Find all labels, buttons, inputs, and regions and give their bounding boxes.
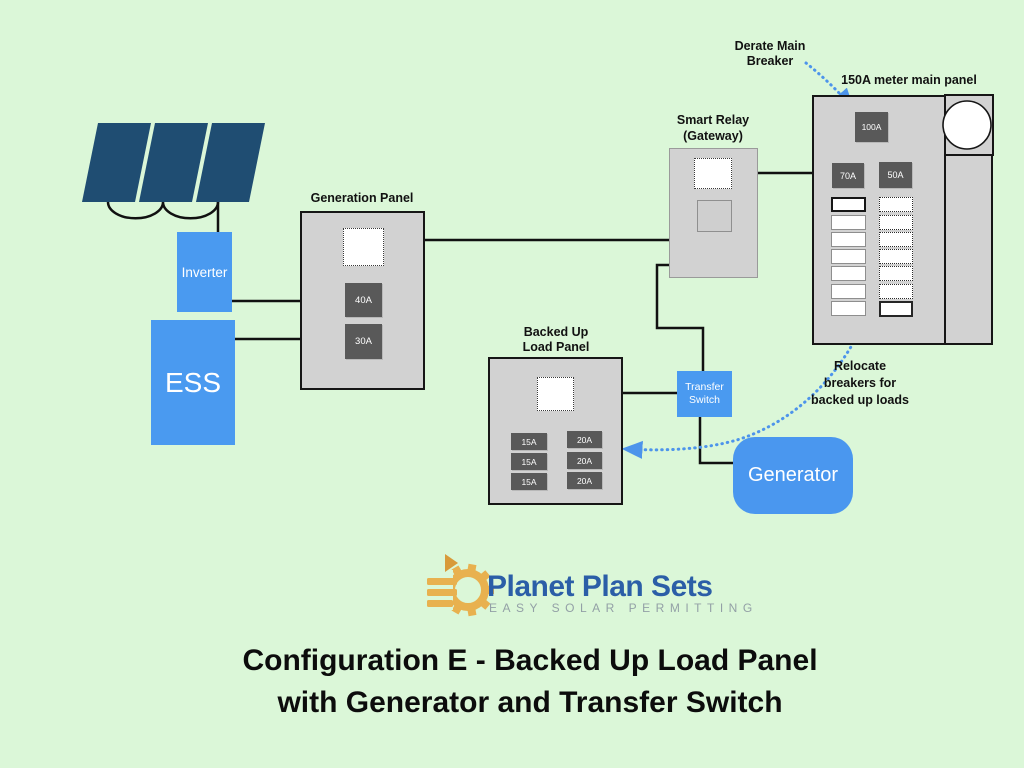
relocated-breaker-slot: [879, 284, 913, 299]
load-panel-label: Backed Up Load Panel: [522, 325, 590, 354]
smart-relay-gateway-slot: [694, 158, 732, 189]
generation-breaker-30a: 30A: [345, 324, 382, 359]
relocated-breaker-slot: [879, 232, 913, 247]
relocated-breaker-slot: [879, 266, 913, 281]
load-panel-feed-slot: [537, 377, 574, 411]
ess-label: ESS: [164, 366, 222, 398]
planet-plan-sets-gear-icon: [423, 554, 494, 617]
breaker-slot: [831, 266, 866, 281]
ess-box: ESS: [151, 320, 235, 445]
breaker-slot: [831, 249, 866, 264]
derate-annotation: Derate Main Breaker: [734, 39, 806, 68]
inverter-box: Inverter: [177, 232, 232, 312]
breaker-slot: [831, 215, 866, 230]
title-line-2: with Generator and Transfer Switch: [277, 686, 783, 719]
inverter-label: Inverter: [181, 264, 228, 280]
breaker-slot: [879, 301, 913, 317]
generation-panel-feed-slot: [343, 228, 384, 266]
generation-breaker-40a: 40A: [345, 283, 382, 317]
generator-box: Generator: [733, 437, 853, 514]
breaker-50a: 50A: [879, 162, 912, 188]
smart-relay-switch-box: [697, 200, 732, 232]
load-breaker-20a: 20A: [567, 472, 602, 489]
breaker-slot: [831, 284, 866, 299]
logo-brand-text: Planet Plan Sets: [487, 570, 713, 603]
diagram-title: Configuration E - Backed Up Load Panel w…: [18, 640, 1024, 724]
main-panel-label: 150A meter main panel: [841, 73, 977, 87]
breaker-70a: 70A: [832, 163, 864, 188]
transfer-switch-box: Transfer Switch: [677, 371, 732, 417]
generator-label: Generator: [747, 464, 839, 486]
breaker-slot: [831, 197, 866, 212]
smart-relay-label: Smart Relay (Gateway): [676, 113, 750, 143]
load-breaker-15a: 15A: [511, 453, 547, 470]
breaker-slot: [831, 301, 866, 316]
main-breaker-100a: 100A: [855, 112, 888, 142]
load-breaker-15a: 15A: [511, 433, 547, 450]
solar-array-icon: [82, 123, 265, 220]
title-line-1: Configuration E - Backed Up Load Panel: [242, 644, 818, 677]
relocated-breaker-slot: [879, 249, 913, 264]
load-breaker-20a: 20A: [567, 431, 602, 448]
relocated-breaker-slot: [879, 197, 913, 212]
relocate-annotation: Relocate breakers for backed up loads: [811, 359, 909, 407]
load-breaker-15a: 15A: [511, 473, 547, 490]
relocated-breaker-slot: [879, 215, 913, 230]
load-breaker-20a: 20A: [567, 452, 602, 469]
logo-tagline: EASY SOLAR PERMITTING: [489, 601, 758, 615]
breaker-slot: [831, 232, 866, 247]
generation-panel-label: Generation Panel: [310, 191, 414, 205]
